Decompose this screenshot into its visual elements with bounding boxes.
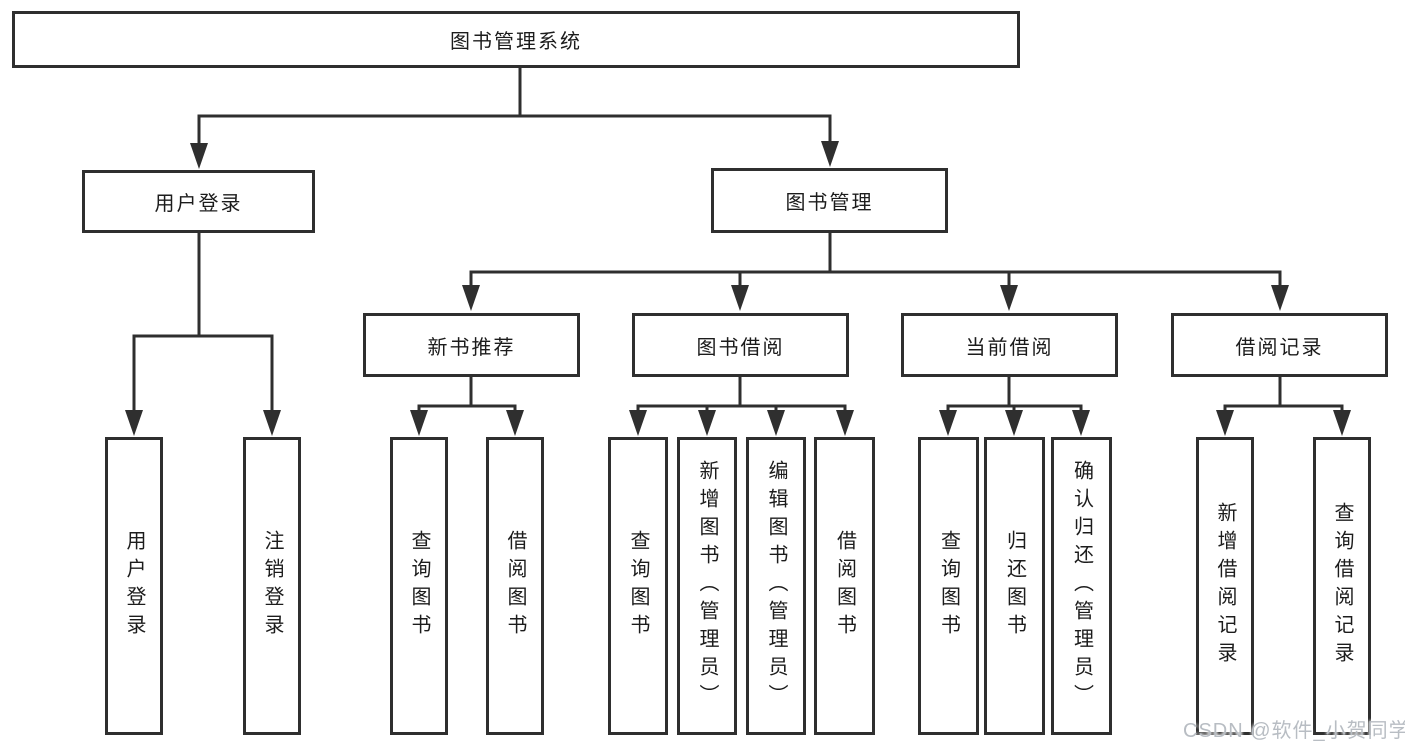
leaf-query-borrow-record: 查询借阅记录 <box>1313 437 1371 735</box>
node-label: 查询图书 <box>627 530 649 642</box>
node-label: 借阅记录 <box>1235 336 1324 359</box>
leaf-borrow-books: 借阅图书 <box>814 437 875 735</box>
node-label: 查询图书 <box>937 530 960 642</box>
node-new-book-recommendation: 新书推荐 <box>363 313 580 377</box>
node-label: 当前借阅 <box>965 336 1054 359</box>
leaf-add-borrow-record: 新增借阅记录 <box>1196 437 1254 735</box>
node-book-management: 图书管理 <box>711 168 948 233</box>
node-label: 新增图书（管理员） <box>696 460 718 712</box>
leaf-user-login: 用户登录 <box>105 437 163 735</box>
leaf-edit-book-admin: 编辑图书（管理员） <box>746 437 806 735</box>
node-label: 编辑图书（管理员） <box>765 460 787 712</box>
node-label: 图书管理 <box>785 192 874 214</box>
node-label: 新书推荐 <box>427 336 516 359</box>
node-label: 用户登录 <box>154 193 243 215</box>
leaf-query-books-borrowing: 查询图书 <box>608 437 668 735</box>
leaf-query-books-recommend: 查询图书 <box>390 437 448 735</box>
node-label: 注销登录 <box>261 530 283 642</box>
node-label: 查询图书 <box>408 530 430 642</box>
leaf-confirm-return-admin: 确认归还（管理员） <box>1051 437 1112 735</box>
leaf-logout: 注销登录 <box>243 437 301 735</box>
node-library-management-system: 图书管理系统 <box>12 11 1020 68</box>
node-label: 借阅图书 <box>504 530 526 642</box>
leaf-borrow-books-recommend: 借阅图书 <box>486 437 544 735</box>
node-label: 图书借阅 <box>696 336 785 359</box>
node-label: 用户登录 <box>123 530 145 642</box>
node-label: 新增借阅记录 <box>1214 502 1236 670</box>
node-label: 借阅图书 <box>833 530 856 642</box>
leaf-return-book: 归还图书 <box>984 437 1045 735</box>
node-label: 图书管理系统 <box>450 31 582 53</box>
arrowheads <box>125 141 1351 436</box>
node-label: 归还图书 <box>1003 530 1026 642</box>
node-user-login: 用户登录 <box>82 170 315 233</box>
leaf-query-books-current: 查询图书 <box>918 437 979 735</box>
node-label: 查询借阅记录 <box>1331 502 1353 670</box>
node-borrowing-records: 借阅记录 <box>1171 313 1388 377</box>
leaf-add-book-admin: 新增图书（管理员） <box>677 437 737 735</box>
node-label: 确认归还（管理员） <box>1070 460 1093 712</box>
node-book-borrowing: 图书借阅 <box>632 313 849 377</box>
csdn-watermark: CSDN @软件_小贺同学 <box>1183 720 1405 742</box>
node-current-borrowing: 当前借阅 <box>901 313 1118 377</box>
